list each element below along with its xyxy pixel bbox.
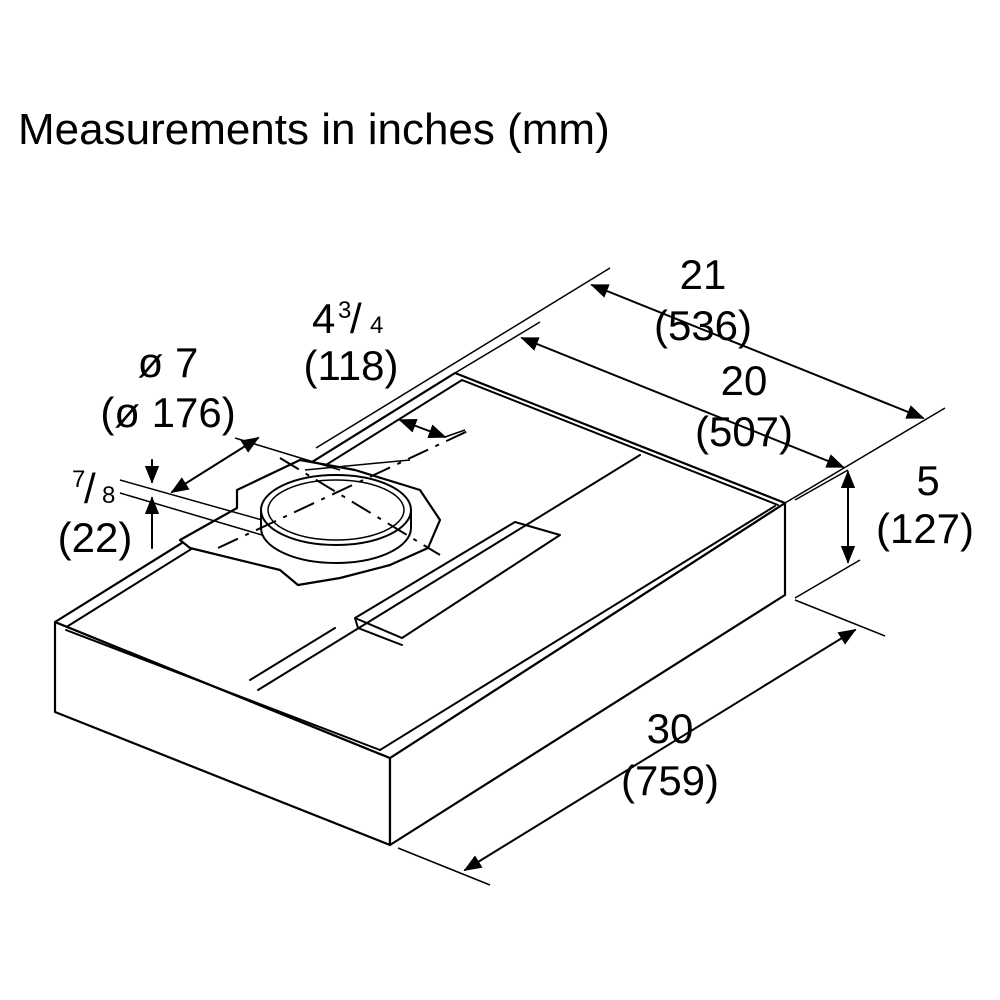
depth-outer-mm-label: (536) bbox=[654, 302, 752, 349]
duct-offset-arrow bbox=[398, 418, 447, 439]
duct-offset-inch-num: 3 bbox=[338, 297, 351, 324]
collar-height-inch-den: 8 bbox=[102, 482, 115, 509]
duct-diameter-arrow bbox=[170, 437, 260, 493]
width-arrow bbox=[463, 629, 857, 871]
depth-inner-arrow bbox=[520, 337, 845, 468]
depth-inner-mm-label: (507) bbox=[695, 408, 793, 455]
depth-outer-inch-label: 21 bbox=[680, 251, 727, 298]
duct-diameter-mm-label: (ø 176) bbox=[100, 389, 235, 436]
height-inch-label: 5 bbox=[916, 457, 939, 504]
diagram-title: Measurements in inches (mm) bbox=[18, 105, 610, 154]
duct-diameter-inch-label: ø 7 bbox=[138, 339, 199, 386]
duct-offset-mm-label: (118) bbox=[304, 342, 399, 389]
duct-offset-fraction-slash: / bbox=[350, 295, 362, 342]
depth-inner-inch-label: 20 bbox=[721, 357, 768, 404]
duct-offset-inch-den: 4 bbox=[370, 312, 383, 339]
dimension-labels: 21 (536) 20 (507) 5 (127) 30 (759) 4 3 /… bbox=[58, 251, 974, 804]
dimension-lines bbox=[119, 267, 946, 886]
width-inch-label: 30 bbox=[647, 705, 694, 752]
width-mm-label: (759) bbox=[621, 757, 719, 804]
collar-height-mm-label: (22) bbox=[58, 514, 133, 561]
collar-height-fraction-slash: / bbox=[84, 465, 96, 512]
control-panel bbox=[354, 521, 561, 639]
center-lines bbox=[217, 429, 471, 556]
height-mm-label: (127) bbox=[876, 505, 974, 552]
collar-height-inch-num: 7 bbox=[72, 466, 85, 493]
duct-offset-inch-whole: 4 bbox=[312, 295, 335, 342]
